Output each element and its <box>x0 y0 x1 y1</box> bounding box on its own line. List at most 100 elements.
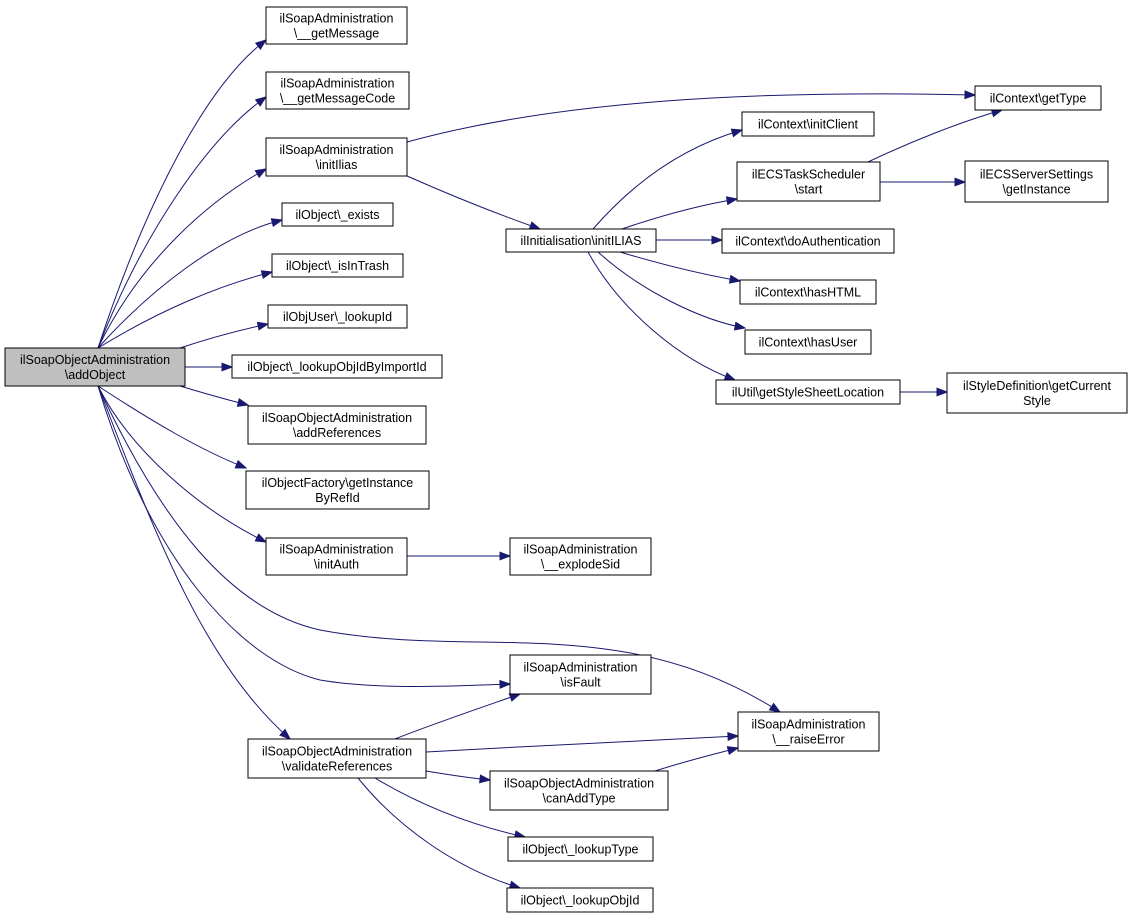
edge-line <box>97 271 273 349</box>
arrowhead-icon <box>508 693 522 702</box>
edge-line <box>406 93 976 143</box>
edge-root-to-raiseError <box>97 385 782 713</box>
node-label: ilSoapObjectAdministration <box>20 353 170 367</box>
node-label: \initIlias <box>316 158 358 172</box>
node-label: \canAddType <box>543 792 616 806</box>
node-validateReferences[interactable]: ilSoapObjectAdministration\validateRefer… <box>247 738 427 779</box>
node-initAuth[interactable]: ilSoapAdministration\initAuth <box>265 537 408 576</box>
arrowhead-icon <box>254 168 268 179</box>
edge-line <box>867 109 1003 163</box>
node-label: ilECSServerSettings <box>980 168 1093 182</box>
node-getMessageCode[interactable]: ilSoapAdministration\__getMessageCode <box>265 71 410 110</box>
node-lookupType[interactable]: ilObject\_lookupType <box>507 836 654 862</box>
edge-line <box>97 385 247 469</box>
edge-root-to-lookupObjIdByImportId <box>185 362 234 372</box>
node-box <box>974 85 1102 111</box>
edge-line <box>587 251 736 381</box>
arrowhead-icon <box>954 177 967 187</box>
edge-initILIAS-to-hasHTML <box>619 251 742 284</box>
edge-validateReferences-to-canAddType <box>425 770 492 784</box>
node-box <box>715 379 901 405</box>
node-hasHTML[interactable]: ilContext\hasHTML <box>739 279 877 305</box>
arrowhead-icon <box>279 728 292 740</box>
edge-ecsStart-to-ecsServerSettings <box>880 177 967 187</box>
node-label: ilSoapAdministration <box>752 718 866 732</box>
node-lookupId[interactable]: ilObjUser\_lookupId <box>267 304 408 329</box>
edge-validateReferences-to-isFault <box>394 693 522 740</box>
node-box <box>267 304 408 329</box>
node-box <box>247 738 427 779</box>
node-box <box>506 887 654 913</box>
node-doAuthentication[interactable]: ilContext\doAuthentication <box>721 228 895 254</box>
node-label: ilSoapObjectAdministration <box>262 411 412 425</box>
edge-line <box>97 385 781 713</box>
node-lookupObjIdByImportId[interactable]: ilObject\_lookupObjIdByImportId <box>231 354 443 379</box>
call-nodes: ilSoapObjectAdministration\addObjectilSo… <box>4 6 1128 913</box>
node-box <box>964 160 1109 203</box>
arrowhead-icon <box>730 128 744 138</box>
node-canAddType[interactable]: ilSoapObjectAdministration\canAddType <box>489 770 669 811</box>
node-exists[interactable]: ilObject\_exists <box>281 202 394 227</box>
node-label: \getInstance <box>1002 183 1070 197</box>
edge-root-to-validateReferences <box>97 385 292 740</box>
node-initClient[interactable]: ilContext\initClient <box>741 111 875 137</box>
node-label: ilInitialisation\initILIAS <box>521 234 642 248</box>
node-box <box>737 711 880 752</box>
node-addReferences[interactable]: ilSoapObjectAdministration\addReferences <box>247 405 427 445</box>
node-box <box>265 71 410 110</box>
node-label: ilSoapAdministration <box>281 77 395 91</box>
node-label: \__explodeSid <box>541 558 620 572</box>
node-box <box>744 329 872 355</box>
arrowhead-icon <box>254 39 268 51</box>
edge-line <box>597 251 746 329</box>
node-ecsServerSettings[interactable]: ilECSServerSettings\getInstance <box>964 160 1109 203</box>
arrowhead-icon <box>236 398 250 407</box>
edge-initAuth-to-explodeSid <box>407 551 512 561</box>
edge-root-to-getMessageCode <box>97 96 268 349</box>
node-box <box>265 137 408 177</box>
edge-initILIAS-to-doAuthentication <box>656 235 724 245</box>
node-label: ilSoapObjectAdministration <box>262 745 412 759</box>
node-box <box>265 537 408 576</box>
node-initIlias[interactable]: ilSoapAdministration\initIlias <box>265 137 408 177</box>
node-box <box>741 111 875 137</box>
edge-line <box>357 777 521 889</box>
node-raiseError[interactable]: ilSoapAdministration\__raiseError <box>737 711 880 752</box>
node-isInTrash[interactable]: ilObject\_isInTrash <box>271 253 404 278</box>
arrowhead-icon <box>254 533 268 543</box>
edge-line <box>97 219 283 349</box>
node-label: ilObject\_exists <box>295 208 379 222</box>
node-label: \validateReferences <box>282 760 392 774</box>
node-label: ilContext\getType <box>990 92 1087 106</box>
edge-root-to-initAuth <box>97 385 268 543</box>
node-label: ilContext\initClient <box>758 118 859 132</box>
arrowhead-icon <box>726 746 740 755</box>
node-label: ilObject\_lookupObjIdByImportId <box>247 360 426 374</box>
node-label: ilContext\hasUser <box>759 336 858 350</box>
node-getMessage[interactable]: ilSoapAdministration\__getMessage <box>265 6 408 45</box>
node-getType[interactable]: ilContext\getType <box>974 85 1102 111</box>
edge-line <box>425 735 739 753</box>
node-hasUser[interactable]: ilContext\hasUser <box>744 329 872 355</box>
node-label: ilSoapAdministration <box>280 12 394 26</box>
node-explodeSid[interactable]: ilSoapAdministration\__explodeSid <box>509 537 652 576</box>
node-box <box>271 253 404 278</box>
node-lookupObjId[interactable]: ilObject\_lookupObjId <box>506 887 654 913</box>
arrowhead-icon <box>221 362 234 372</box>
node-label: ilObject\_lookupObjId <box>521 894 640 908</box>
arrowhead-icon <box>725 196 739 206</box>
arrowhead-icon <box>728 274 742 284</box>
arrowhead-icon <box>964 90 977 100</box>
arrowhead-icon <box>723 372 737 381</box>
root-node-addObject[interactable]: ilSoapObjectAdministration\addObject <box>4 347 186 387</box>
node-ecsStart[interactable]: ilECSTaskScheduler\start <box>736 161 881 202</box>
node-initILIAS[interactable]: ilInitialisation\initILIAS <box>505 228 657 253</box>
node-label: \__getMessage <box>294 27 380 41</box>
node-box <box>505 228 657 253</box>
edge-line <box>619 251 741 282</box>
node-getStyleSheetLocation[interactable]: ilUtil\getStyleSheetLocation <box>715 379 901 405</box>
edge-root-to-isInTrash <box>97 270 274 349</box>
node-isFault[interactable]: ilSoapAdministration\isFault <box>509 654 652 695</box>
